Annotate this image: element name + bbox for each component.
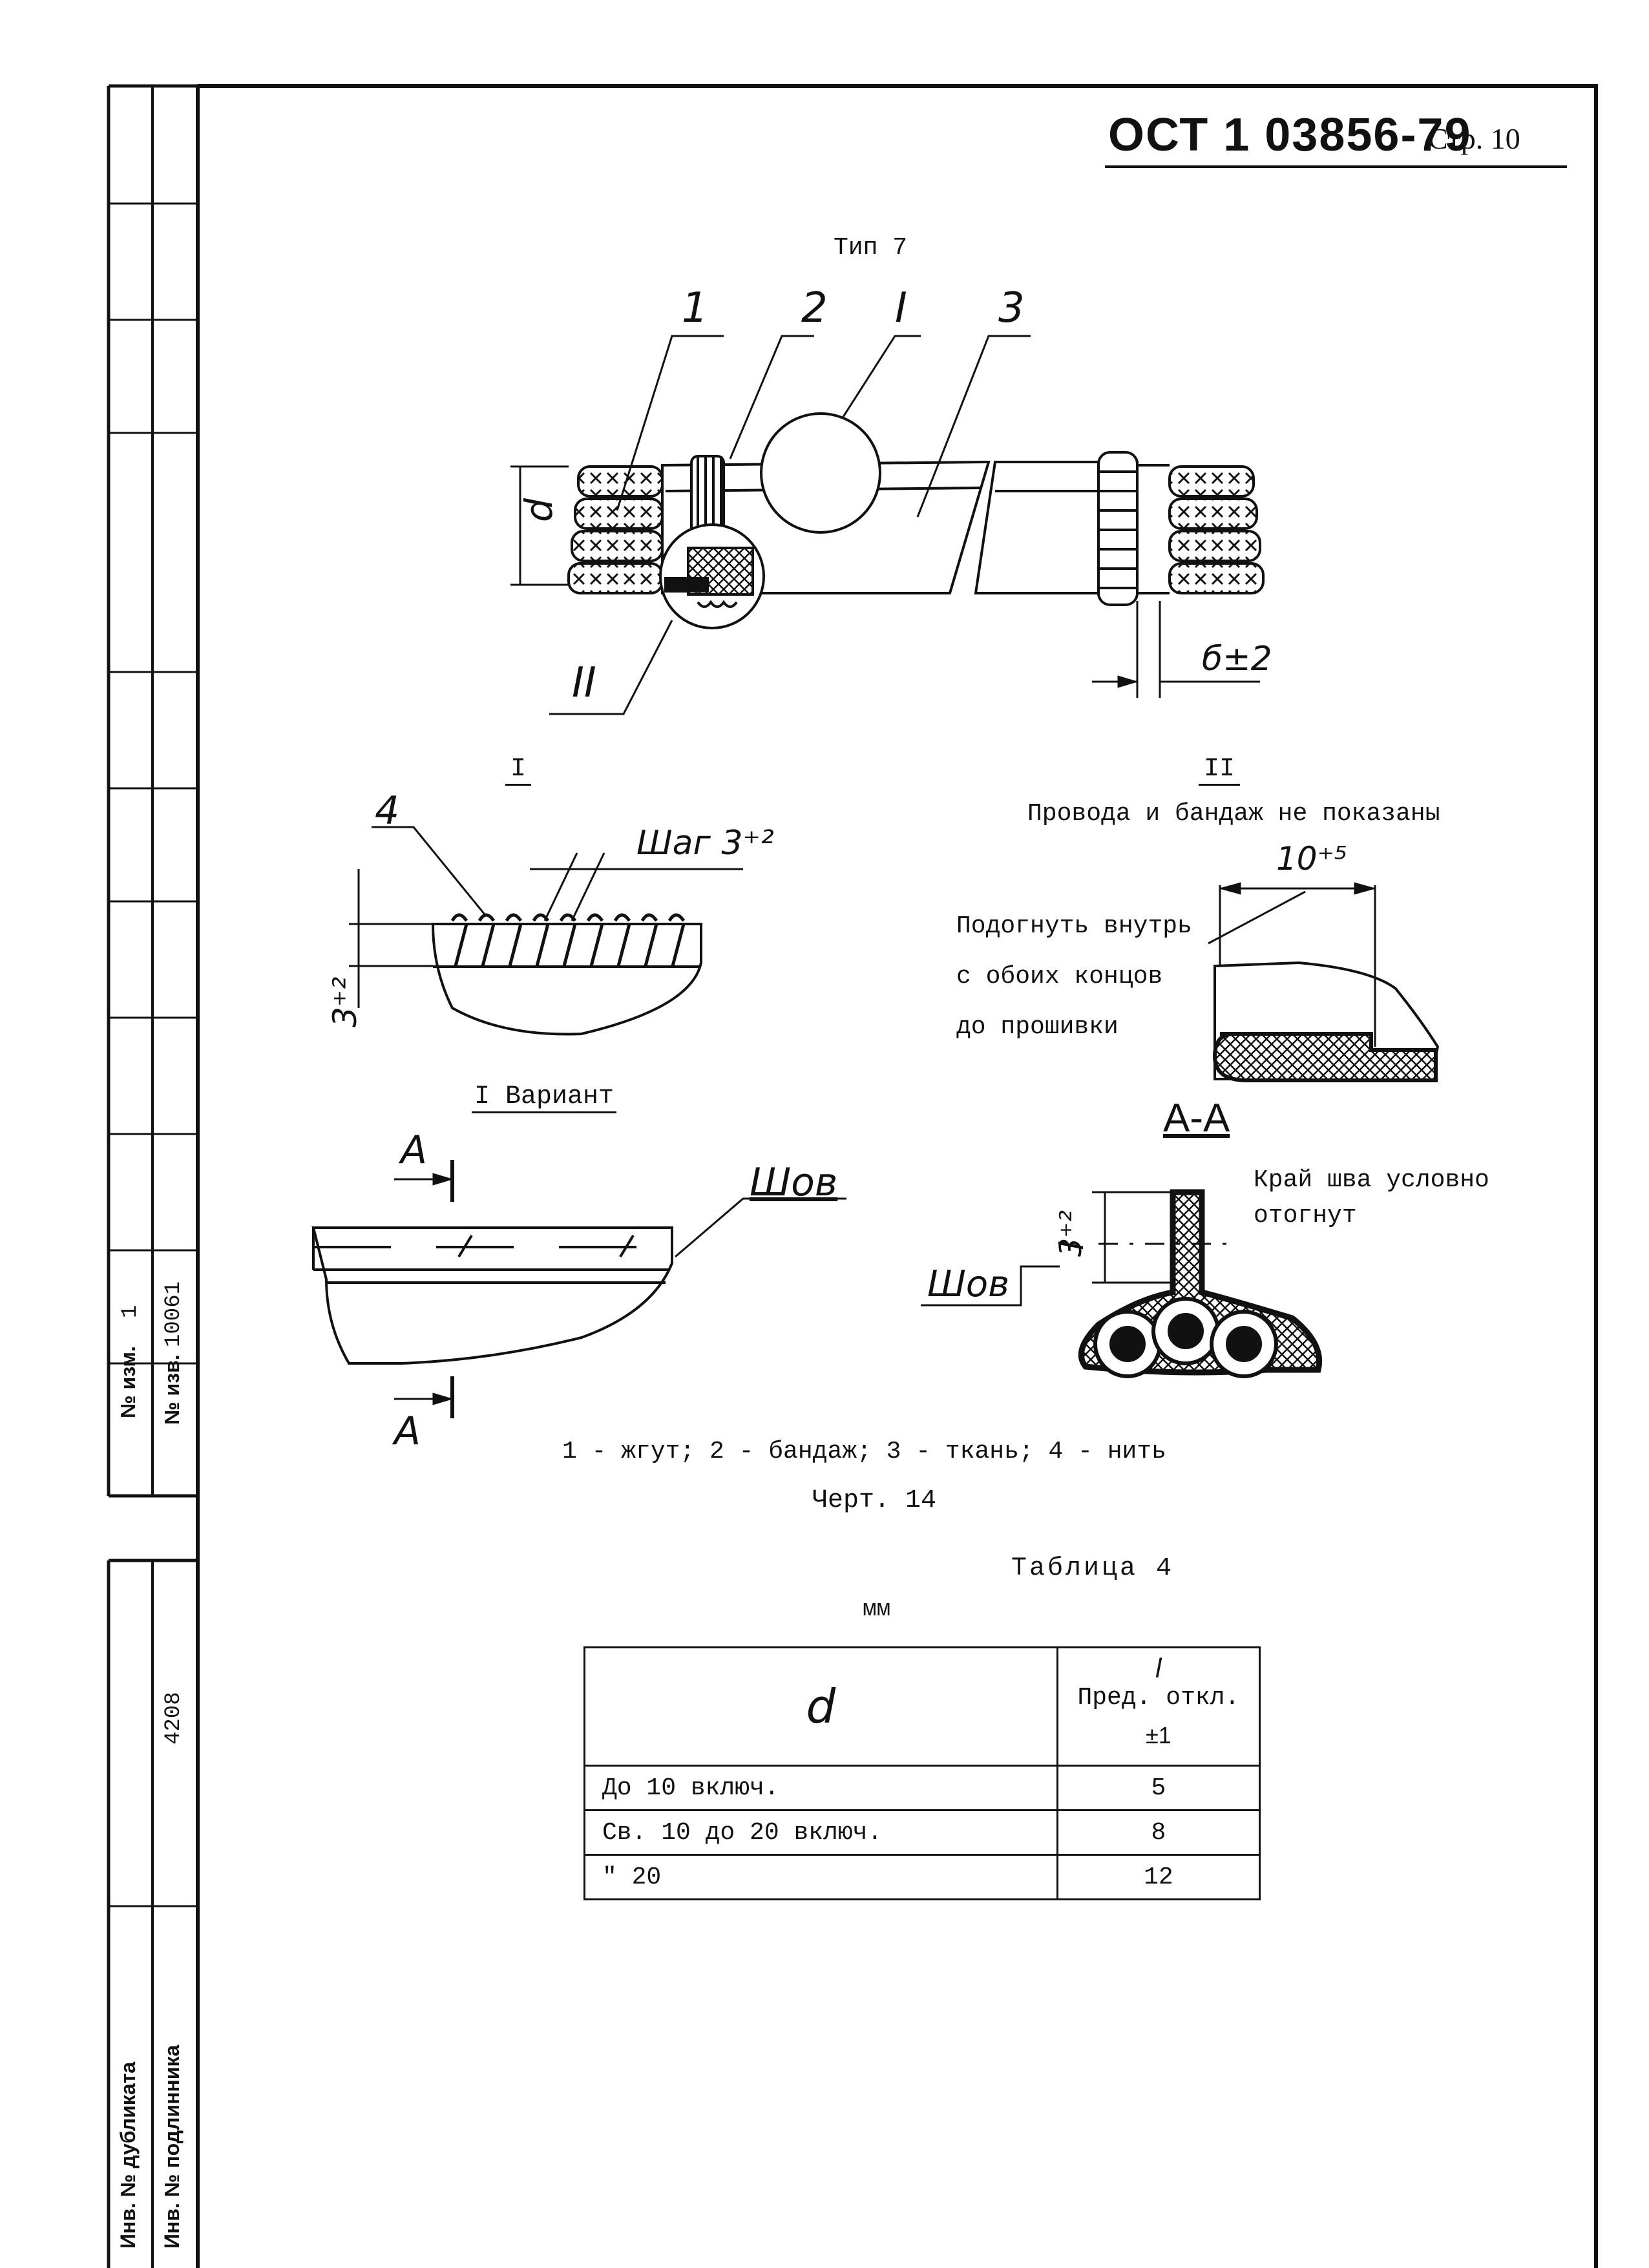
- callout-1: 1: [682, 284, 708, 332]
- seam-label: Шов: [750, 1160, 838, 1205]
- header-d-text: d: [806, 1679, 836, 1734]
- cell-l: 12: [1056, 1854, 1261, 1900]
- detail-I-title: I: [505, 755, 532, 786]
- table-4: d l Пред. откл. ±1 До 10 включ. 5 Св. 10…: [583, 1646, 1261, 1900]
- type-title: Тип 7: [834, 234, 908, 262]
- cell-l: 5: [1056, 1765, 1261, 1811]
- cell-d: Св. 10 до 20 включ.: [583, 1809, 1058, 1856]
- cell-l: 8: [1056, 1809, 1261, 1856]
- table-row: " 20 12: [583, 1854, 1261, 1900]
- callout-3: 3: [998, 284, 1025, 332]
- section-AA-title: А-А: [1163, 1096, 1230, 1140]
- variant-title: I Вариант: [472, 1082, 617, 1113]
- header-l: l Пред. откл. ±1: [1056, 1646, 1261, 1767]
- header-l-tolerance: ±1: [1145, 1722, 1171, 1748]
- cell-d: " 20: [583, 1854, 1058, 1900]
- cell-d: До 10 включ.: [583, 1765, 1058, 1811]
- header-l-title: Пред. откл.: [1077, 1684, 1240, 1712]
- callout-I: I: [895, 284, 907, 332]
- seam-edge-note-line-2: отогнут: [1254, 1202, 1357, 1230]
- section-A-top: A: [401, 1128, 428, 1173]
- table-row: До 10 включ. 5: [583, 1765, 1261, 1811]
- callout-2: 2: [801, 284, 828, 332]
- section-A-bottom: A: [394, 1409, 421, 1454]
- header-d: d: [583, 1646, 1058, 1767]
- step-label: Шаг 3⁺²: [636, 824, 774, 863]
- table-header-row: d l Пред. откл. ±1: [583, 1646, 1261, 1767]
- detail-II-note: Провода и бандаж не показаны: [1027, 800, 1440, 828]
- dim-b: б±2: [1202, 640, 1272, 678]
- detail-II-title: II: [1199, 755, 1241, 786]
- dim-10: 10⁺⁵: [1276, 840, 1348, 877]
- figure-caption: Черт. 14: [812, 1486, 937, 1515]
- fold-note-line-1: Подогнуть внутрь: [956, 912, 1192, 940]
- table-row: Св. 10 до 20 включ. 8: [583, 1809, 1261, 1856]
- standard-code: ОСТ 1 03856-79: [1108, 109, 1472, 161]
- header-l-symbol: l: [1155, 1654, 1162, 1684]
- fold-note-line-3: до прошивки: [956, 1013, 1119, 1041]
- table-unit: мм: [863, 1596, 891, 1622]
- figure-legend: 1 - жгут; 2 - бандаж; 3 - ткань; 4 - нит…: [562, 1438, 1166, 1465]
- callout-4: 4: [375, 788, 400, 834]
- page-number: Стр. 10: [1428, 122, 1520, 155]
- seam-edge-note-line-1: Край шва условно: [1254, 1166, 1489, 1194]
- fold-note-line-2: с обоих концов: [956, 963, 1163, 991]
- callout-II: II: [572, 659, 596, 707]
- seam-label-aa: Шов: [927, 1263, 1010, 1305]
- table-title: Таблица 4: [1011, 1554, 1175, 1583]
- dim-3-aa: 3⁺²: [1053, 1210, 1088, 1257]
